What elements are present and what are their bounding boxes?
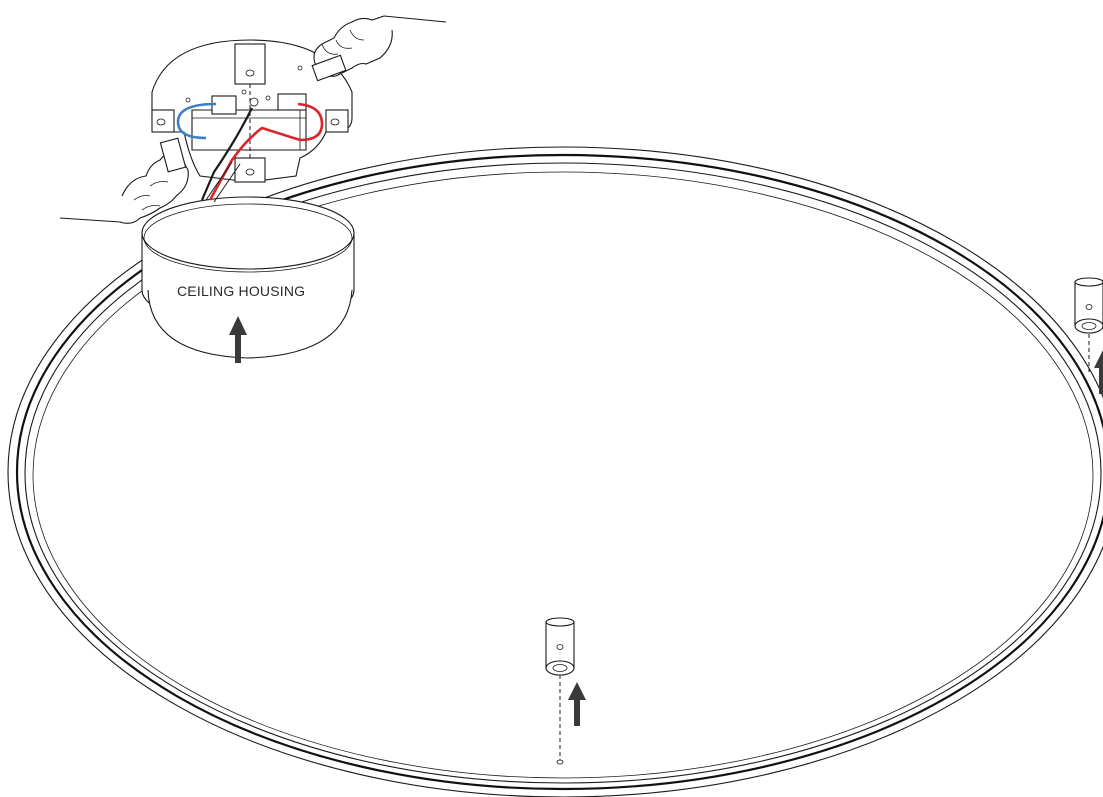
bottom-standoff	[545, 617, 575, 765]
wires	[176, 102, 324, 203]
arrow-up-icon	[1094, 350, 1103, 394]
mounting-plate	[151, 39, 353, 183]
ring-fixture	[7, 146, 1103, 797]
right-standoff	[1074, 277, 1103, 372]
hand-icon	[59, 137, 189, 224]
arrow-up-icon	[229, 316, 247, 363]
arrow-up-icon	[568, 682, 586, 726]
ceiling-housing-label: CEILING HOUSING	[177, 283, 305, 299]
hand-icon	[311, 15, 447, 82]
ceiling-housing: CEILING HOUSING	[141, 196, 355, 359]
